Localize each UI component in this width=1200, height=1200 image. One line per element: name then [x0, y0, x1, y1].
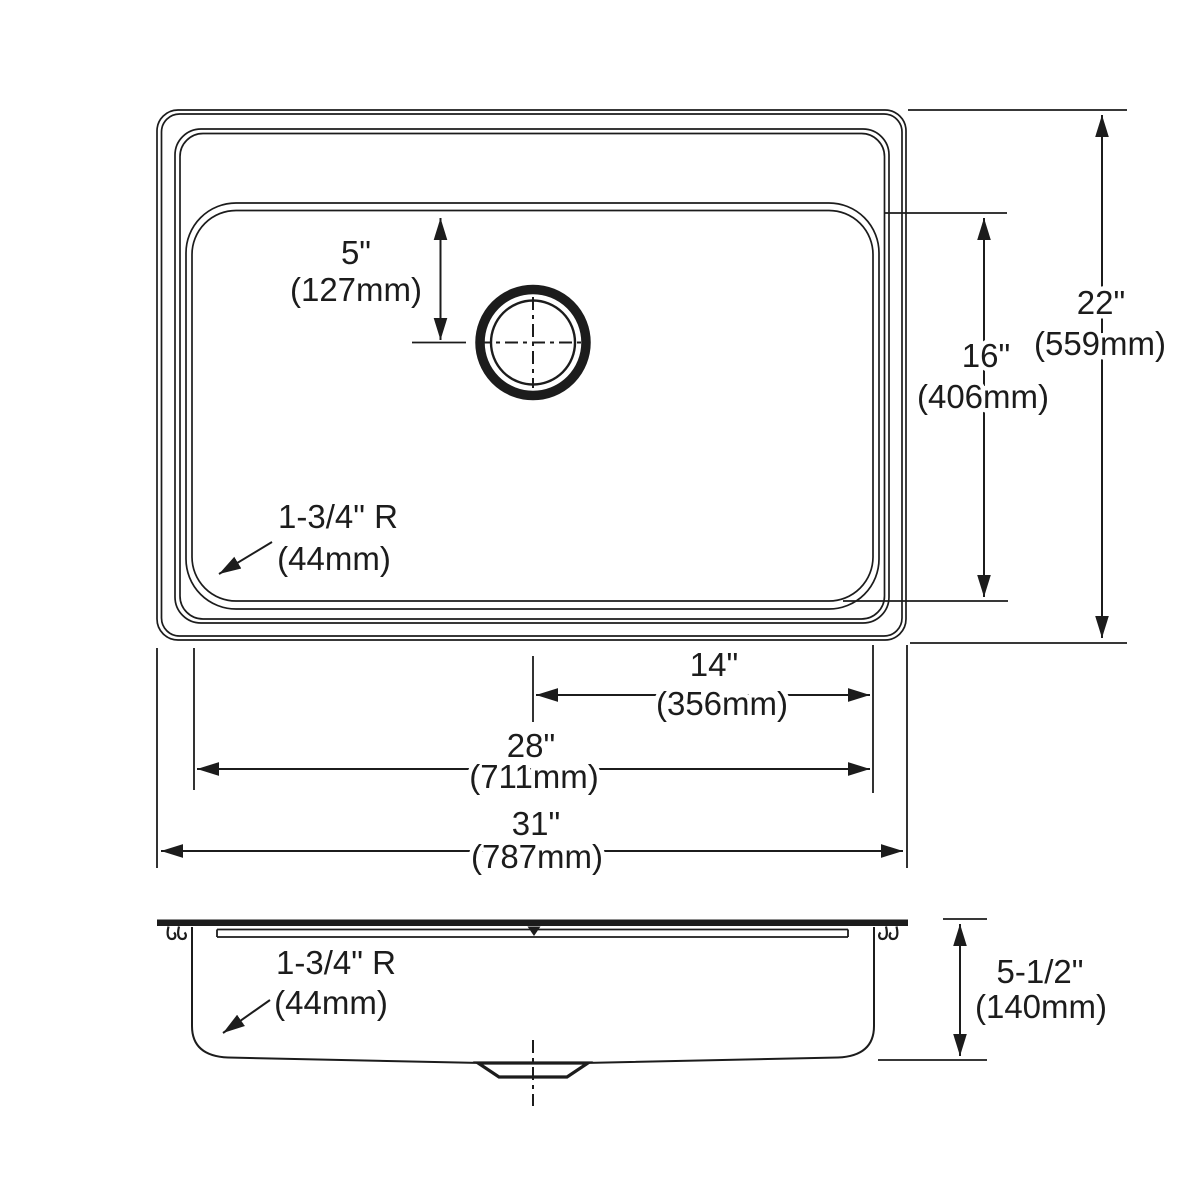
label-corner-radius-side: 1-3/4" R: [276, 944, 396, 981]
label-bowl-width-in: 28": [507, 727, 555, 764]
outer-rim-outline-inner: [160, 113, 903, 637]
dimension-lines: [161, 115, 1109, 1056]
bowl-lip-outline: [185, 202, 880, 610]
label-overall-front-back-mm: (559mm): [1034, 325, 1166, 362]
countertop-bar: [157, 919, 908, 926]
label-corner-radius-top-mm: (44mm): [277, 540, 391, 577]
extension-lines: [156, 109, 1127, 1061]
bowl-profile-right: [583, 927, 875, 1064]
label-corner-radius-side-mm: (44mm): [274, 984, 388, 1021]
drain: [475, 284, 591, 401]
leader-radius-top: [218, 541, 273, 575]
mounting-clip-left: [166, 926, 187, 941]
label-bowl-front-back-in: 16": [962, 337, 1010, 374]
label-bowl-width-mm: (711mm): [469, 758, 599, 795]
top-view: [156, 109, 907, 641]
label-overall-front-back-in: 22": [1077, 284, 1125, 321]
flange-outline-inner: [179, 132, 886, 620]
label-overall-width-mm: (787mm): [471, 838, 603, 875]
outer-rim-outline-outer: [156, 109, 907, 641]
bowl-profile-left: [191, 927, 483, 1064]
leader-radius-side: [222, 999, 271, 1034]
center-notch: [527, 926, 541, 936]
label-bowl-front-back-mm: (406mm): [917, 378, 1049, 415]
label-depth-in: 5-1/2": [997, 953, 1084, 990]
label-drain-offset-in: 5": [341, 234, 371, 271]
label-drain-to-edge-in: 14": [690, 646, 738, 683]
mounting-clip-right: [878, 926, 899, 941]
label-drain-to-edge-mm: (356mm): [656, 685, 788, 722]
bowl-inner-outline: [191, 209, 874, 602]
rim-lines: [216, 928, 849, 938]
label-overall-width-in: 31": [512, 805, 560, 842]
label-drain-offset-mm: (127mm): [290, 271, 422, 308]
label-depth-mm: (140mm): [975, 988, 1107, 1025]
flange-outline-outer: [174, 128, 890, 624]
side-view: [157, 919, 908, 1106]
dimension-labels: 5" (127mm) 16" (406mm) 22" (559mm) 1-3/4…: [270, 230, 1171, 1030]
label-corner-radius-top: 1-3/4" R: [278, 498, 398, 535]
